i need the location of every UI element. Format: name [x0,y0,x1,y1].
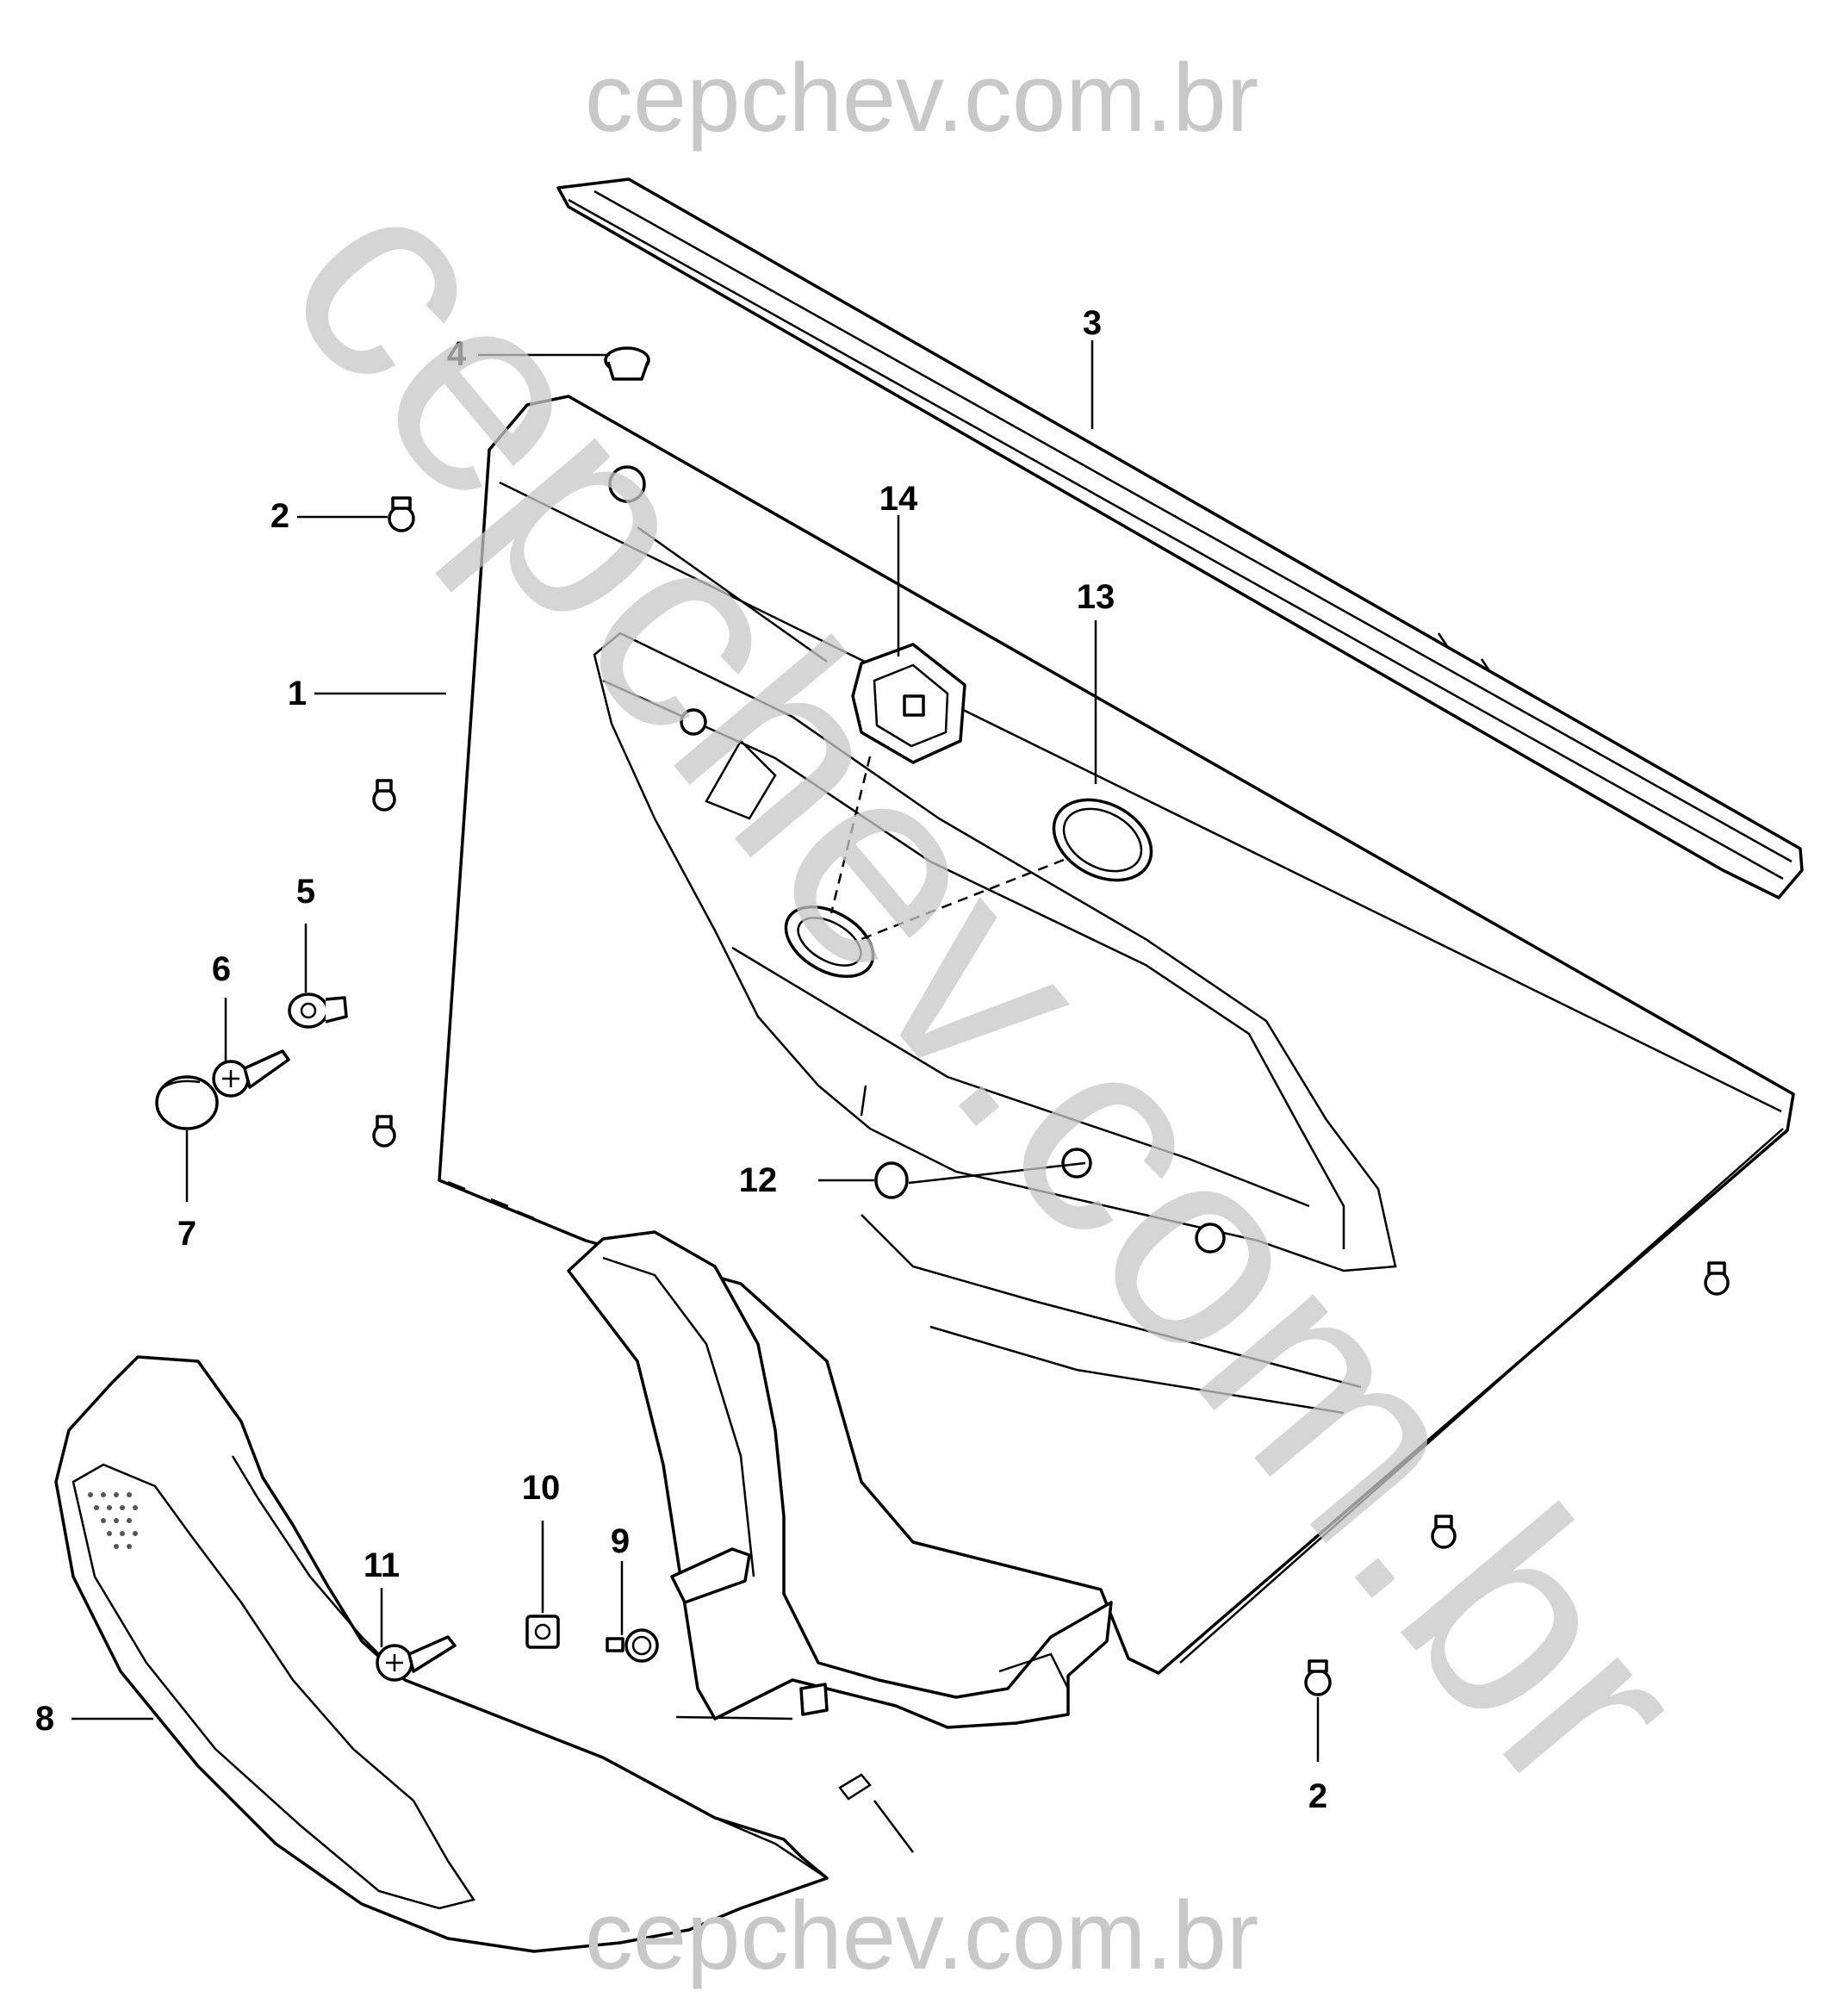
watermark-bottom: cepchev.com.br [585,1882,1258,1989]
speaker-grille-dots [88,1492,138,1549]
callout-11: 11 [363,1546,400,1584]
part-11-screw [376,1635,457,1682]
part-3-belt-seal-strip [556,177,1804,899]
clip-right-b [1431,1515,1457,1549]
part-6-screw [212,1049,290,1098]
lower-trim-bracket [567,1230,1113,1729]
callout-1: 1 [288,675,307,712]
part-10-clip-nut [525,1615,560,1649]
callout-12: 12 [739,1161,778,1199]
callout-2-bottom: 2 [1308,1777,1327,1815]
callout-6: 6 [212,950,231,988]
part-4-grommet [604,346,650,381]
part-14-window-switch [851,643,966,764]
callout-5: 5 [296,873,315,911]
callout-10: 10 [522,1469,561,1507]
callout-9: 9 [611,1522,630,1560]
callout-8: 8 [35,1700,54,1738]
leader-lines [71,340,1320,1853]
part-13-oval-cover [1052,798,1153,882]
part-12-plug [874,1161,909,1199]
clip-2b [1304,1659,1332,1696]
part-2-clips [372,496,1730,1696]
clip-2a [388,496,415,532]
lower-fasteners [799,1683,872,1801]
callout-2-top: 2 [270,497,289,535]
clip-left-b [372,1115,396,1148]
callout-3: 3 [1083,304,1102,342]
callout-4: 4 [447,335,467,373]
part-8-lower-pocket-trim [54,1355,829,1953]
watermark-top: cepchev.com.br [585,44,1258,152]
part-9-screw-washer [606,1628,659,1663]
part-5-push-nut [288,992,348,1029]
callout-labels: 1 2 2 3 4 5 6 7 8 9 10 11 12 13 14 [35,304,1327,1815]
callout-13: 13 [1077,578,1115,616]
clip-right-a [1704,1261,1730,1296]
clip-left-a [372,779,396,812]
callout-7: 7 [177,1215,196,1253]
callout-14: 14 [879,480,918,518]
part-7-cap [155,1075,219,1130]
part-1-door-trim-panel [438,395,1795,1675]
